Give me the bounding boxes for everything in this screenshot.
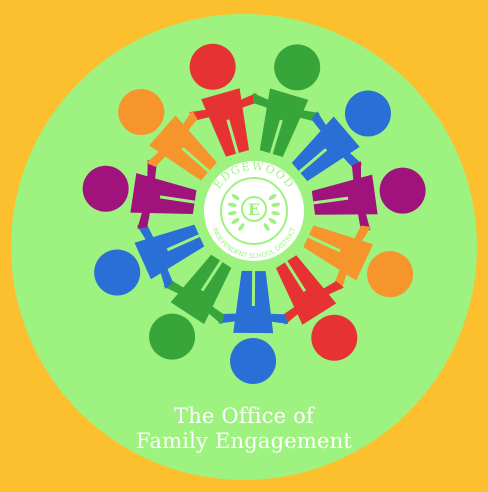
person-arms: [351, 161, 371, 231]
laurel-leaf: [268, 194, 277, 200]
laurel-leaf: [271, 211, 281, 216]
person-head: [379, 167, 426, 214]
person-leg-gap: [313, 196, 349, 205]
laurel-leaf: [231, 194, 240, 200]
person-leg-gap: [181, 147, 210, 173]
person-leg-gap: [166, 234, 200, 252]
person-figure-purple: [82, 159, 197, 229]
laurel-leaf: [263, 223, 270, 231]
person-figure-blue: [218, 270, 289, 384]
laurel-leaf: [238, 223, 245, 231]
person-figure-green: [149, 254, 232, 360]
person-head: [311, 314, 358, 361]
person-arms: [334, 225, 371, 291]
person-figure-blue: [291, 90, 391, 182]
laurel-leaf: [271, 202, 281, 207]
person-figure-red: [275, 255, 358, 361]
laurel-leaf: [227, 211, 237, 216]
person-arms: [253, 93, 320, 122]
person-head: [94, 249, 141, 296]
seal-inner-ring: [220, 177, 288, 245]
person-arms: [163, 280, 225, 325]
seal-outer-ring: [204, 161, 304, 261]
laurel-leaf: [227, 202, 237, 207]
person-leg-gap: [298, 148, 328, 174]
person-body: [170, 254, 232, 325]
caption-line-1: The Office of: [174, 404, 314, 428]
person-arms: [311, 111, 363, 169]
person-head: [149, 313, 196, 360]
person-head: [118, 89, 165, 136]
person-leg-gap: [200, 260, 223, 292]
person-figure-red: [189, 43, 257, 157]
person-head: [230, 337, 277, 384]
laurel-wreath-icon: [227, 194, 281, 231]
person-head: [82, 165, 129, 212]
person-figure-orange: [118, 89, 217, 181]
laurel-leaf: [268, 218, 277, 224]
person-arms: [189, 93, 257, 121]
person-head: [344, 90, 391, 137]
person-arms: [282, 281, 344, 325]
person-leg-gap: [307, 234, 341, 253]
monogram-circle: [241, 196, 267, 222]
people-circle-icon: [82, 43, 426, 384]
person-leg-gap: [159, 195, 195, 204]
person-head: [274, 44, 321, 91]
caption-line-2: Family Engagement: [136, 429, 352, 453]
person-leg-gap: [226, 119, 239, 154]
person-body: [275, 255, 337, 325]
laurel-leaf: [231, 218, 240, 224]
person-arms: [218, 312, 289, 324]
person-leg-gap: [284, 260, 307, 293]
person-figure-orange: [303, 225, 414, 298]
person-arms: [137, 159, 157, 229]
person-arms: [136, 224, 173, 289]
person-figure-green: [253, 44, 321, 157]
person-head: [367, 251, 414, 298]
person-arms: [146, 110, 198, 167]
person-figure-blue: [94, 224, 205, 296]
person-leg-gap: [269, 119, 283, 154]
seal-monogram: E: [248, 200, 260, 219]
person-figure-purple: [311, 161, 426, 231]
person-head: [189, 43, 236, 90]
